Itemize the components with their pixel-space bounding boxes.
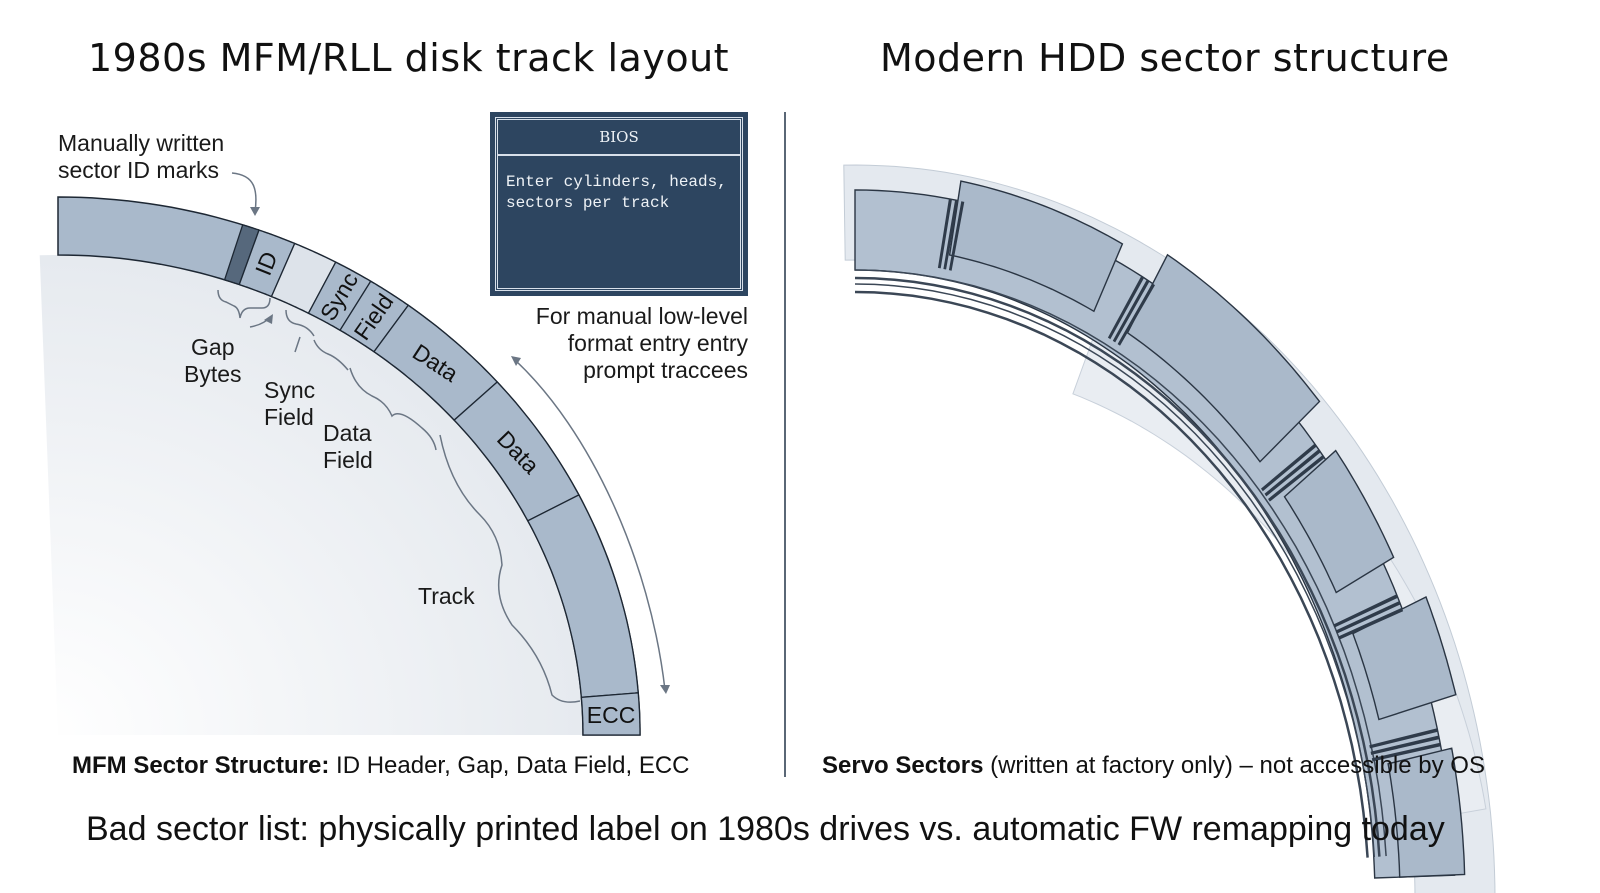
servo-wedge-stripe [1370, 735, 1440, 755]
right-caption-rest: (written at factory only) – not accessib… [983, 752, 1485, 779]
divider [784, 112, 786, 777]
gap-line1: Gap [191, 334, 235, 360]
sync-field-label: Sync Field [264, 377, 315, 431]
track-label: Track [418, 583, 475, 609]
servo-wedge-stripe [1112, 279, 1150, 343]
arrow-head-top [511, 356, 521, 366]
sector-block-1 [948, 180, 1124, 313]
servo-wedge-stripe [1369, 728, 1438, 749]
data-field-bracket [349, 367, 437, 451]
sector-block-4 [1352, 596, 1457, 721]
id-arrow-head [250, 207, 260, 216]
bios-line1: Enter cylinders, heads, [506, 173, 727, 191]
sector-block-2 [1126, 253, 1321, 463]
id-marks-label: Manually written sector ID marks [58, 130, 224, 184]
gap-line2: Bytes [184, 361, 242, 387]
arrow-head-bottom [660, 685, 670, 694]
data-field-label: Data Field [323, 420, 373, 474]
right-title: Modern HDD sector structure [880, 36, 1450, 80]
id-marks-line1: Manually written [58, 130, 225, 156]
servo-wedge-stripe [948, 201, 965, 271]
servo-wedge-stripe [1268, 455, 1325, 502]
data-field-line1: Data [323, 420, 372, 446]
servo-wedge-stripe [1261, 443, 1317, 492]
servo-wedge-stripe [1335, 601, 1401, 634]
servo-track-line [854, 290, 1369, 858]
servo-track-line [854, 283, 1376, 858]
sync-bracket [285, 309, 349, 371]
sector-block-3 [1283, 449, 1395, 594]
bios-note-line1: For manual low-level [535, 303, 748, 329]
disk-platter [39, 255, 583, 735]
left-caption-rest: ID Header, Gap, Data Field, ECC [329, 752, 690, 779]
bios-note: For manual low-level format entry entry … [536, 303, 748, 384]
servo-wedge-stripe [1264, 449, 1321, 497]
servo-wedge-stripe [1333, 594, 1398, 628]
left-caption: MFM Sector Structure: ID Header, Gap, Da… [72, 752, 690, 780]
servo-wedge-stripe [1107, 276, 1145, 340]
left-caption-bold: MFM Sector Structure: [72, 752, 330, 779]
track-bracket [439, 434, 581, 703]
segment-ecc-label: ECC [587, 702, 636, 728]
sync-line1: Sync [264, 377, 316, 403]
sync-line2: Field [264, 404, 314, 430]
data-field-line2: Field [323, 447, 373, 473]
id-marks-line2: sector ID marks [58, 157, 220, 183]
servo-wedge-stripe [1117, 283, 1155, 346]
sector-block-5 [1387, 747, 1466, 878]
servo-track-line [854, 269, 1387, 857]
bios-note-line3: prompt traccees [583, 357, 748, 383]
segment-ecc [580, 692, 641, 736]
gap-arrow-head [264, 314, 273, 324]
servo-track-line [854, 276, 1381, 857]
bios-title: BIOS [498, 120, 740, 156]
servo-wedge-stripe [1371, 742, 1441, 762]
track-direction-arrow [514, 359, 666, 691]
servo-wedge-stripe [943, 199, 959, 270]
footer-text: Bad sector list: physically printed labe… [86, 810, 1445, 848]
right-caption: Servo Sectors (written at factory only) … [822, 752, 1485, 780]
bios-dialog: BIOS Enter cylinders, heads, sectors per… [490, 112, 748, 296]
bios-line2: sectors per track [506, 194, 670, 212]
bios-note-line2: format entry entry [567, 330, 748, 356]
servo-wedge-stripe [1338, 607, 1404, 640]
gap-bracket [217, 289, 271, 319]
id-mark-arrow [231, 172, 257, 213]
servo-wedge-stripe [937, 198, 952, 269]
left-title: 1980s MFM/RLL disk track layout [88, 36, 730, 80]
right-caption-bold: Servo Sectors [822, 752, 984, 779]
gap-bytes-label: Gap Bytes [184, 334, 242, 388]
